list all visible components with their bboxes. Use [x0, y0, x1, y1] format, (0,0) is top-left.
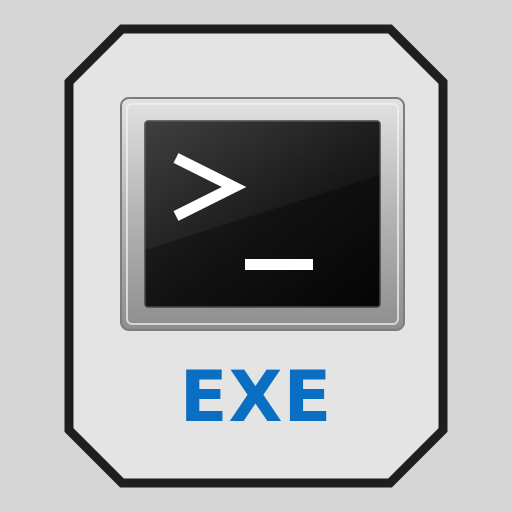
prompt-chevron-icon: [173, 153, 247, 221]
file-type-label: EXE: [179, 356, 333, 438]
cursor-underscore-icon: [245, 259, 313, 270]
